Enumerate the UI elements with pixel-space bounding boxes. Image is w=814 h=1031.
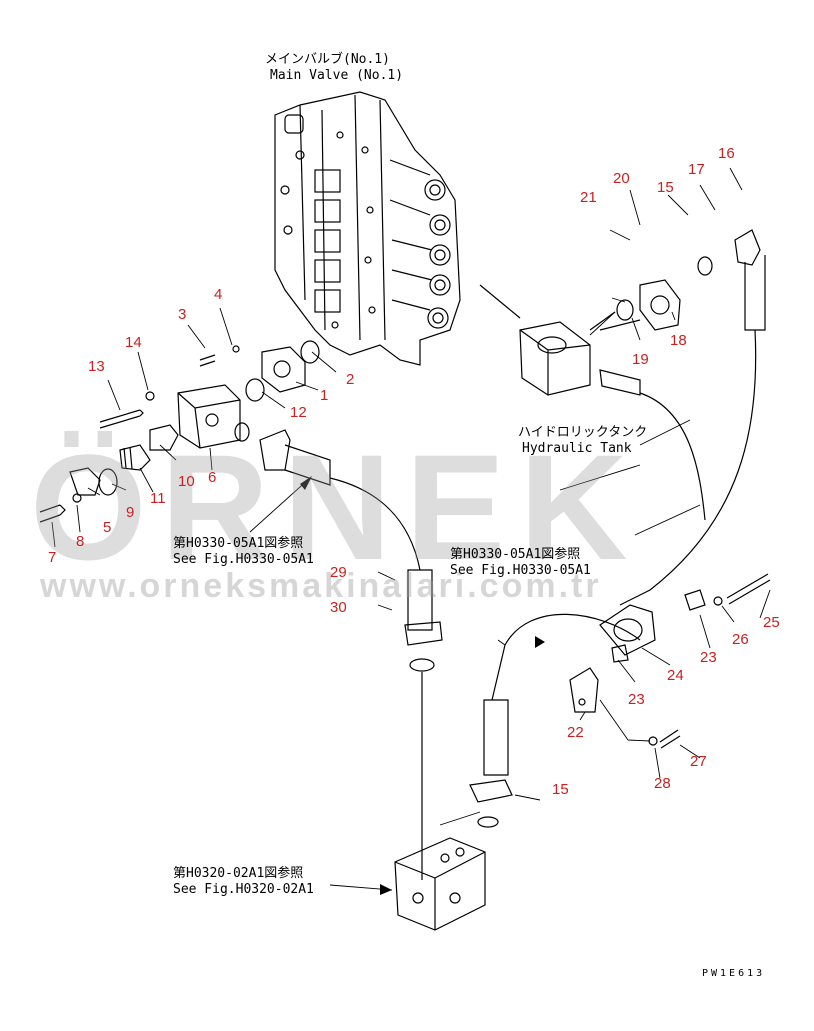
reference-c-jp: 第H0320-02A1図参照 xyxy=(173,866,304,881)
part-number-30: 30 xyxy=(330,599,347,616)
part-number-22: 22 xyxy=(567,724,584,741)
part-number-4: 4 xyxy=(214,286,223,303)
part-number-10: 10 xyxy=(178,473,195,490)
part-number-23a: 23 xyxy=(700,649,717,666)
main-valve-label-en: Main Valve (No.1) xyxy=(270,68,404,83)
watermark-brand: ÖRNEK xyxy=(30,423,642,591)
lower-valve-block xyxy=(394,837,486,931)
part-number-25: 25 xyxy=(763,614,780,631)
reference-c-en: See Fig.H0320-02A1 xyxy=(173,882,314,897)
part-number-5: 5 xyxy=(103,519,112,536)
port-block-assembly xyxy=(39,340,320,523)
main-valve-drawing xyxy=(274,91,461,366)
part-number-1: 1 xyxy=(320,387,329,404)
part-number-8: 8 xyxy=(76,533,85,550)
part-number-24: 24 xyxy=(667,667,684,684)
part-number-9: 9 xyxy=(126,504,135,521)
part-number-2: 2 xyxy=(346,371,355,388)
tank-pipework xyxy=(259,229,766,880)
part-number-15a: 15 xyxy=(657,179,674,196)
part-number-11: 11 xyxy=(150,490,166,507)
reference-b-en: See Fig.H0330-05A1 xyxy=(450,563,591,578)
part-number-27: 27 xyxy=(690,753,707,770)
main-valve-label-jp: メインバルブ(No.1) xyxy=(265,52,390,67)
hydraulic-tank-label-jp: ハイドロリックタンク xyxy=(518,425,648,440)
part-number-28: 28 xyxy=(654,775,671,792)
part-number-17: 17 xyxy=(688,161,705,178)
hydraulic-tank-label-en: Hydraulic Tank xyxy=(522,441,632,456)
part-number-13: 13 xyxy=(88,358,105,375)
part-number-18: 18 xyxy=(670,332,687,349)
part-number-7: 7 xyxy=(48,549,57,566)
part-number-14: 14 xyxy=(125,334,142,351)
part-number-23b: 23 xyxy=(628,691,645,708)
clamp-fittings xyxy=(569,573,771,749)
leader-lines xyxy=(51,167,771,891)
reference-a-jp: 第H0330-05A1図参照 xyxy=(173,536,304,551)
part-number-3: 3 xyxy=(178,306,187,323)
part-number-16: 16 xyxy=(718,145,735,162)
reference-b-jp: 第H0330-05A1図参照 xyxy=(450,547,581,562)
part-number-15b: 15 xyxy=(552,781,569,798)
drawing-code: PW1E613 xyxy=(702,968,766,979)
part-number-12: 12 xyxy=(290,404,307,421)
reference-a-en: See Fig.H0330-05A1 xyxy=(173,552,314,567)
part-number-21: 21 xyxy=(580,189,597,206)
part-number-26: 26 xyxy=(732,631,749,648)
part-number-19: 19 xyxy=(632,351,649,368)
watermark-url: www.orneksmakinalari.com.tr xyxy=(40,567,602,605)
part-number-20: 20 xyxy=(613,170,630,187)
part-number-6: 6 xyxy=(208,469,217,486)
part-number-29: 29 xyxy=(330,564,347,581)
